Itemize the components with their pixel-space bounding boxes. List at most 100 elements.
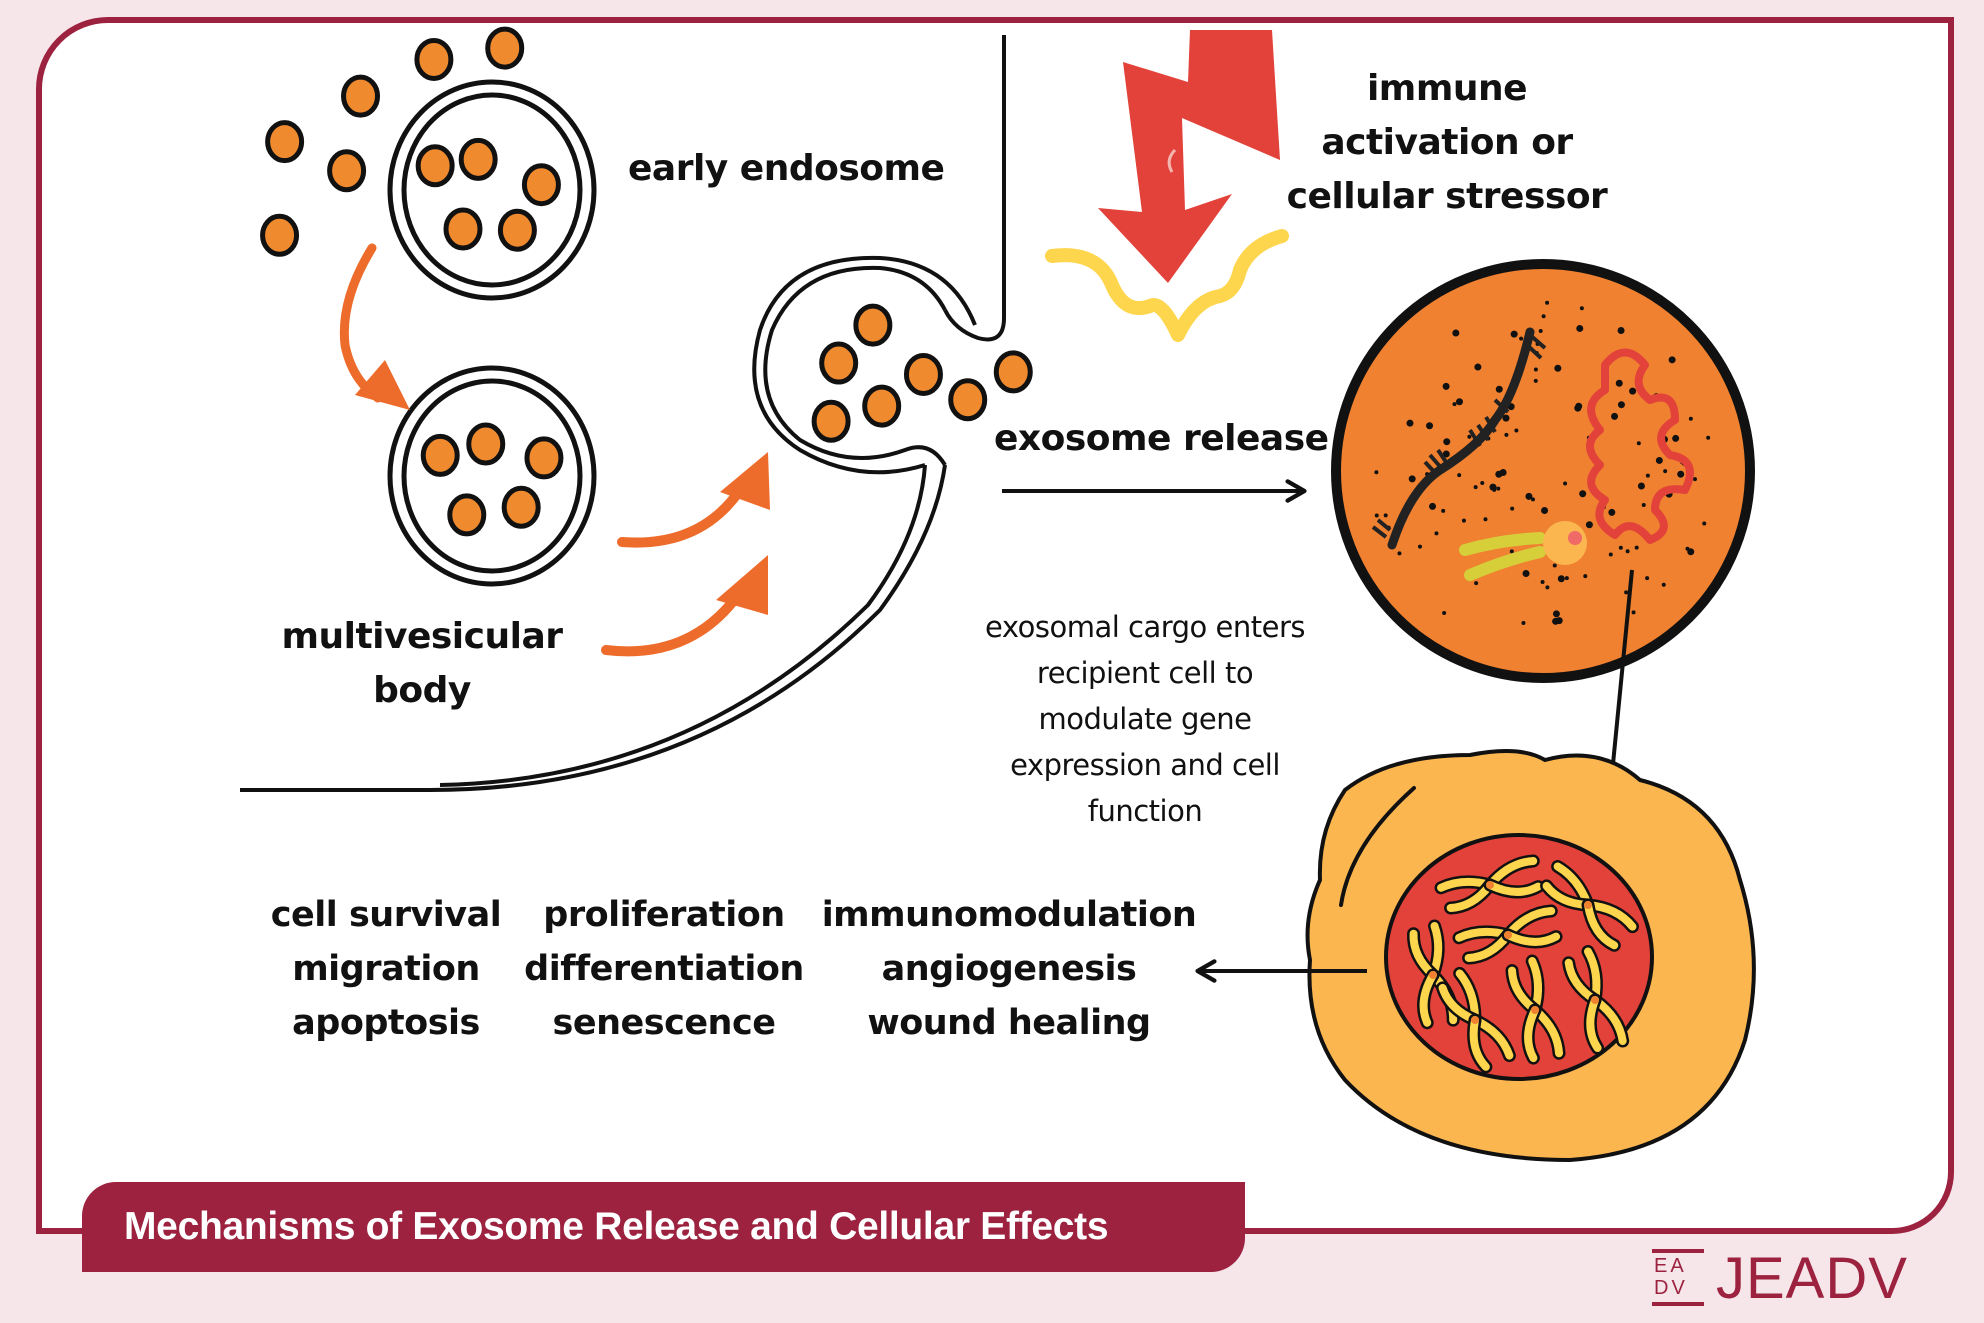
cargo-dot — [1522, 570, 1530, 578]
cargo-dot — [1510, 330, 1518, 338]
effects-column-2: proliferation differentiation senescence — [516, 888, 812, 1050]
cargo-dot — [1383, 513, 1388, 518]
cargo-dot — [1668, 356, 1676, 364]
cargo-dot — [1483, 517, 1488, 522]
cargo-dot — [1545, 300, 1550, 305]
cargo-dot — [1434, 531, 1439, 536]
vesicle-icon — [853, 303, 893, 347]
cargo-dot — [1538, 328, 1543, 333]
label-early-endosome: early endosome — [628, 148, 945, 189]
cargo-dot — [1530, 497, 1535, 502]
cargo-dot — [1533, 378, 1538, 383]
cargo-dot — [1442, 382, 1450, 390]
chromosome-icon — [1562, 944, 1630, 1055]
cargo-dot — [1455, 398, 1463, 406]
cargo-dot — [1617, 401, 1625, 409]
cargo-dot — [1552, 610, 1560, 618]
cargo-dot — [1687, 548, 1695, 556]
vesicle-icon — [415, 144, 455, 188]
arrow-head — [355, 360, 410, 410]
cargo-dot — [1555, 617, 1563, 625]
logo-wordmark: JEADV — [1716, 1245, 1908, 1311]
cargo-dot — [1467, 434, 1472, 439]
vesicle-icon — [862, 384, 902, 428]
multivesicular-body — [387, 365, 597, 587]
label-stressor-line1: immune — [1366, 68, 1528, 109]
cargo-dot — [1495, 385, 1503, 393]
label-stressor: immune activation or cellular stressor — [1272, 62, 1622, 224]
fusing-vesicle — [752, 255, 977, 475]
cargo-dot — [1637, 482, 1645, 490]
cargo-dot — [1583, 574, 1588, 579]
cargo-dot — [1557, 575, 1565, 583]
cargo-dot — [1502, 414, 1510, 422]
cargo-dot — [1492, 487, 1497, 492]
effect-item: senescence — [552, 1003, 776, 1043]
vesicle-icon — [458, 137, 498, 181]
label-stressor-line2: activation or — [1321, 122, 1573, 163]
vesicle-icon — [265, 120, 305, 164]
cargo-line: modulate gene — [1038, 702, 1252, 736]
cargo-dot — [1408, 475, 1416, 483]
cargo-dot — [1672, 434, 1680, 442]
cargo-dot — [1579, 490, 1587, 498]
cargo-dot — [1608, 508, 1616, 516]
vesicle-icon — [811, 399, 851, 443]
cargo-dot — [1641, 502, 1646, 507]
vesicle-icon — [260, 213, 300, 257]
effect-item: apoptosis — [292, 1003, 480, 1043]
effects-column-3: immunomodulation angiogenesis wound heal… — [816, 888, 1202, 1050]
cargo-dot — [1441, 508, 1446, 513]
cargo-dot — [1608, 552, 1613, 557]
effect-item: differentiation — [524, 949, 804, 989]
arrow-head — [720, 452, 770, 510]
chromosome-icon — [1452, 904, 1563, 965]
rna-bases — [1371, 333, 1547, 539]
chromosome-icon — [1540, 859, 1639, 952]
cargo-dot — [1611, 412, 1619, 420]
cargo-dot — [1480, 480, 1485, 485]
cargo-dot — [1452, 402, 1457, 407]
chromosome-group — [1407, 854, 1639, 1074]
cargo-dot — [1473, 485, 1478, 490]
cargo-line: recipient cell to — [1036, 656, 1254, 690]
chromosome-icon — [1436, 966, 1516, 1074]
cargo-dot — [1442, 450, 1450, 458]
cargo-dot — [1521, 620, 1526, 625]
cargo-dot — [1636, 441, 1641, 446]
cargo-dot — [1645, 576, 1650, 581]
early-endosome — [387, 79, 597, 301]
cargo-dot — [1677, 470, 1685, 478]
cargo-dot — [1514, 428, 1519, 433]
vesicle-icon — [327, 149, 367, 193]
figure-title: Mechanisms of Exosome Release and Cellul… — [124, 1205, 1109, 1248]
vesicle-icon — [521, 163, 561, 207]
cargo-dot — [1618, 545, 1623, 550]
label-cargo-description: exosomal cargo enters recipient cell to … — [950, 604, 1340, 834]
chromosome-icon — [1434, 854, 1545, 915]
effects-column-1: cell survival migration apoptosis — [262, 888, 510, 1050]
effect-item: wound healing — [867, 1003, 1151, 1043]
label-mvb-line1: multivesicular — [281, 616, 563, 657]
protein-icon — [1586, 348, 1694, 544]
cargo-dot — [1397, 551, 1402, 556]
lightning-bolt-icon — [1098, 30, 1280, 283]
label-multivesicular-body: multivesicular body — [272, 610, 572, 718]
figure-title-bar: Mechanisms of Exosome Release and Cellul… — [82, 1182, 1245, 1272]
cargo-dot — [1452, 329, 1460, 337]
vesicle-icon — [443, 207, 483, 251]
cargo-dot — [1663, 469, 1668, 474]
label-mvb-line2: body — [373, 670, 471, 711]
eadv-mark-icon: EA DV — [1650, 1249, 1706, 1307]
cargo-dot — [1629, 387, 1637, 395]
cargo-dot — [1617, 327, 1625, 335]
logo-mark-top: EA — [1654, 1255, 1687, 1277]
cargo-dot — [1457, 473, 1462, 478]
cargo-dot — [1585, 521, 1593, 529]
arrow-head — [716, 555, 768, 615]
cargo-dot — [1417, 544, 1422, 549]
cargo-line: exosomal cargo enters — [985, 610, 1305, 644]
chromosome-icon — [1505, 954, 1566, 1065]
vesicle-icon — [501, 485, 541, 529]
